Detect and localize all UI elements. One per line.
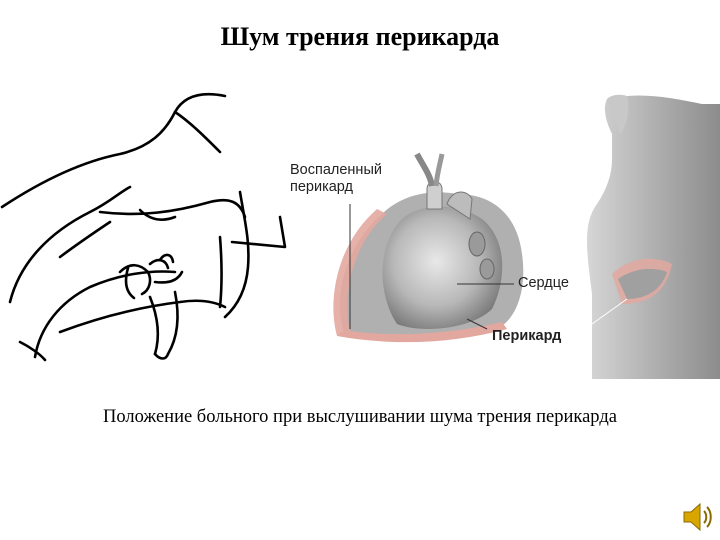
torso-drawing xyxy=(587,95,720,379)
label-heart: Сердце xyxy=(518,275,569,292)
label-inflamed-pericardium: Воспаленный перикард xyxy=(290,162,420,196)
speaker-icon[interactable] xyxy=(680,500,714,534)
label-pericardium: Перикард xyxy=(492,328,561,345)
slide-caption: Положение больного при выслушивании шума… xyxy=(0,407,720,428)
slide-title: Шум трения перикарда xyxy=(0,22,720,52)
patient-position-illustration xyxy=(0,92,290,362)
